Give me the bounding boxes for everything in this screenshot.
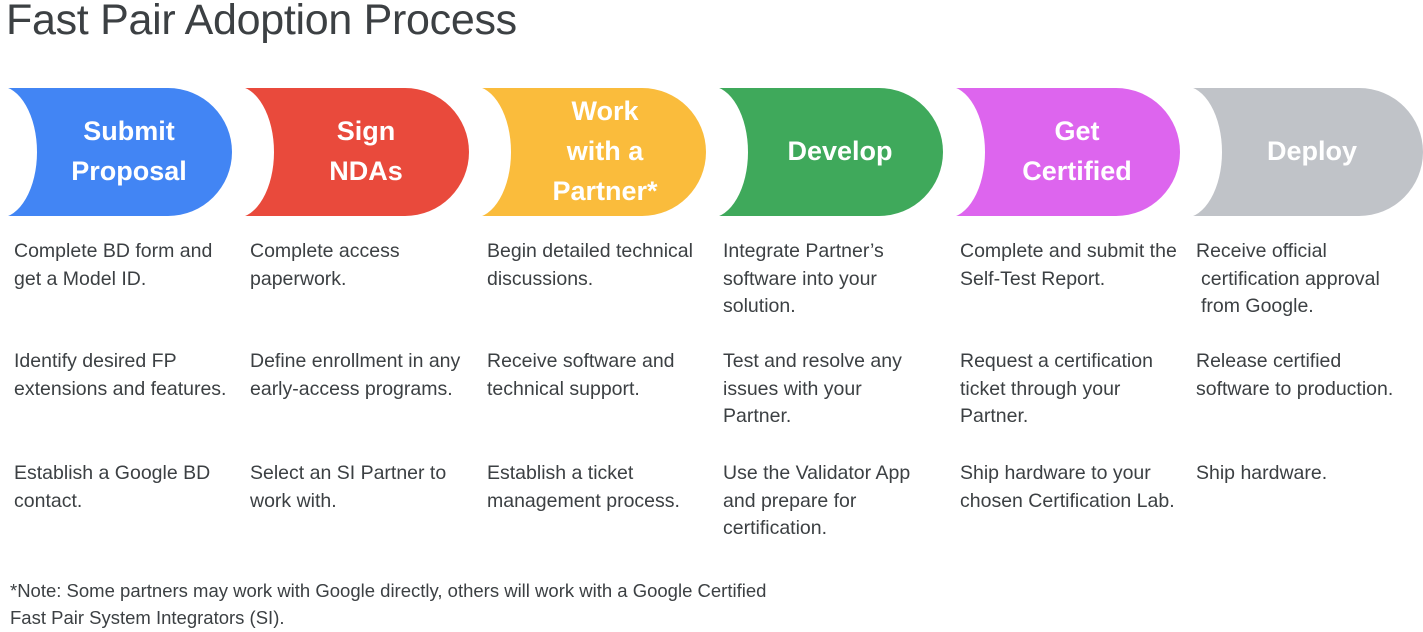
- footnote-text: *Note: Some partners may work with Googl…: [10, 580, 767, 628]
- detail-item: Test and resolve any issues with your Pa…: [723, 350, 902, 428]
- detail-item: Establish a Google BD contact.: [14, 462, 211, 512]
- detail-item: Begin detailed technical discussions.: [487, 240, 693, 290]
- step-label-deploy: Deploy: [1266, 136, 1358, 167]
- detail-item: Select an SI Partner to work with.: [250, 462, 447, 512]
- step-label-get-certified: Get Certified: [1022, 116, 1132, 186]
- process-step-submit-proposal[interactable]: Submit Proposal: [0, 86, 232, 218]
- detail-item: Use the Validator App and prepare for ce…: [723, 462, 911, 540]
- step-shape-get-certified: [948, 88, 1180, 216]
- step-shape-sign-ndas: [237, 88, 469, 216]
- process-step-develop[interactable]: Develop: [710, 86, 943, 218]
- detail-item: Receive software and technical support.: [487, 350, 675, 400]
- detail-item: Release certified software to production…: [1196, 350, 1394, 400]
- process-step-get-certified[interactable]: Get Certified: [947, 86, 1180, 218]
- detail-item: Request a certification ticket through y…: [960, 350, 1153, 428]
- process-step-deploy[interactable]: Deploy: [1184, 86, 1423, 218]
- detail-item: Define enrollment in any early-access pr…: [250, 350, 461, 400]
- detail-item: Identify desired FP extensions and featu…: [14, 350, 227, 400]
- detail-item: Ship hardware.: [1196, 462, 1328, 484]
- process-details-grid: Complete BD form and get a Model ID. Ide…: [0, 238, 1423, 558]
- detail-item: Ship hardware to your chosen Certificati…: [960, 462, 1175, 512]
- step-shape-work-with-a-partner: [474, 88, 706, 216]
- detail-item: Complete BD form and get a Model ID.: [14, 240, 213, 290]
- detail-item: Integrate Partner’s software into your s…: [723, 240, 884, 318]
- detail-item: Receive official certification approval …: [1196, 240, 1380, 318]
- process-step-sign-ndas[interactable]: Sign NDAs: [236, 86, 469, 218]
- step-label-sign-ndas: Sign NDAs: [329, 116, 403, 186]
- detail-item: Complete and submit the Self-Test Report…: [960, 240, 1177, 290]
- process-step-work-with-a-partner[interactable]: Work with a Partner*: [473, 86, 706, 218]
- detail-item: Complete access paperwork.: [250, 240, 400, 290]
- step-shape-submit-proposal: [0, 88, 232, 216]
- step-label-submit-proposal: Submit Proposal: [71, 116, 187, 186]
- process-arrow-band: Submit Proposal Sign NDAs Work with a Pa…: [0, 86, 1423, 218]
- page-title: Fast Pair Adoption Process: [6, 0, 517, 44]
- step-shape-deploy: [1185, 88, 1423, 216]
- detail-item: Establish a ticket management process.: [487, 462, 680, 512]
- step-shape-develop: [711, 88, 943, 216]
- step-label-develop: Develop: [787, 136, 893, 167]
- step-label-work-with-a-partner: Work with a Partner*: [552, 96, 658, 206]
